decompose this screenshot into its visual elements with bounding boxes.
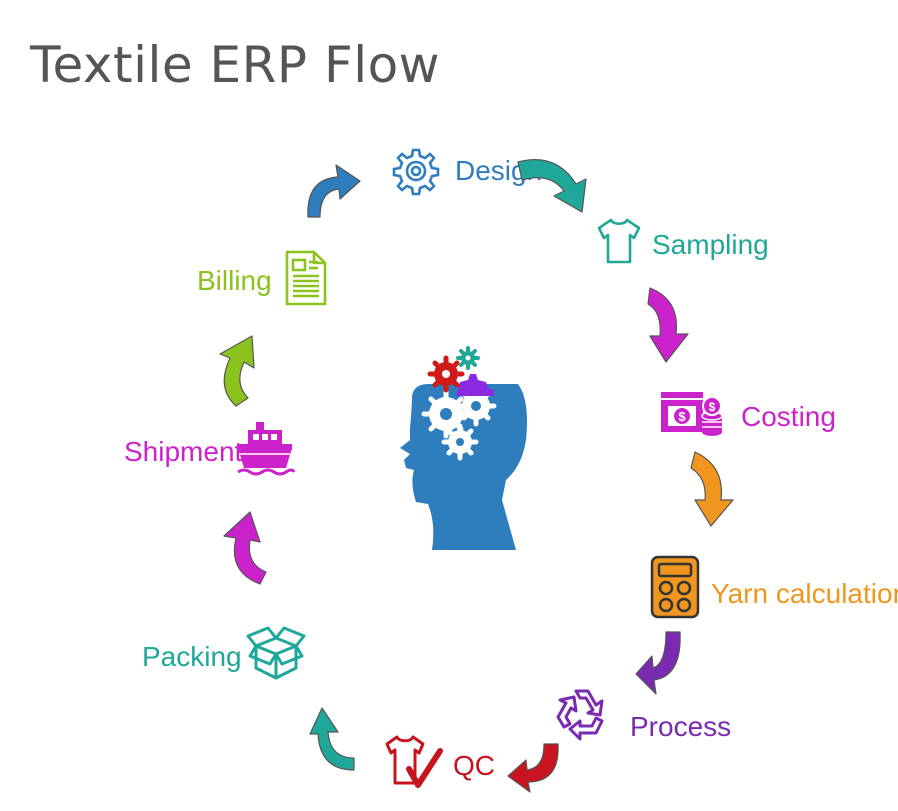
arrow-costing-to-yarn	[690, 451, 734, 527]
calculator-icon	[650, 555, 700, 619]
tshirt-icon	[597, 218, 641, 264]
page-title: Textile ERP Flow	[30, 36, 441, 94]
arrow-billing-to-design	[307, 164, 361, 218]
step-label-shipment: Shipment	[124, 436, 243, 467]
arrow-sampling-to-costing	[647, 287, 689, 363]
step-label-sampling: Sampling	[652, 229, 769, 260]
document-icon	[285, 250, 327, 306]
ship-icon	[237, 422, 296, 476]
arrow-process-to-qc	[507, 743, 559, 793]
svg-text:$: $	[678, 409, 686, 424]
step-label-qc: QC	[453, 750, 495, 781]
arrow-shipment-to-billing	[219, 335, 255, 407]
arrow-design-to-sampling	[517, 159, 587, 213]
step-label-billing: Billing	[197, 265, 272, 296]
step-label-yarn-calculation: Yarn calculation	[711, 578, 898, 609]
head-with-gears-icon	[400, 346, 527, 550]
step-label-costing: Costing	[741, 401, 836, 432]
gear-icon	[392, 148, 440, 196]
recycle-icon	[556, 689, 604, 741]
step-label-packing: Packing	[142, 641, 242, 672]
arrow-qc-to-packing	[309, 707, 355, 771]
step-label-process: Process	[630, 711, 732, 742]
arrow-packing-to-shipment	[223, 511, 267, 585]
money-coins-icon: $ $	[661, 392, 723, 436]
arrow-yarn-to-process	[635, 631, 681, 695]
svg-text:$: $	[709, 400, 716, 414]
open-box-icon	[246, 626, 306, 680]
shirt-check-icon	[385, 735, 443, 788]
